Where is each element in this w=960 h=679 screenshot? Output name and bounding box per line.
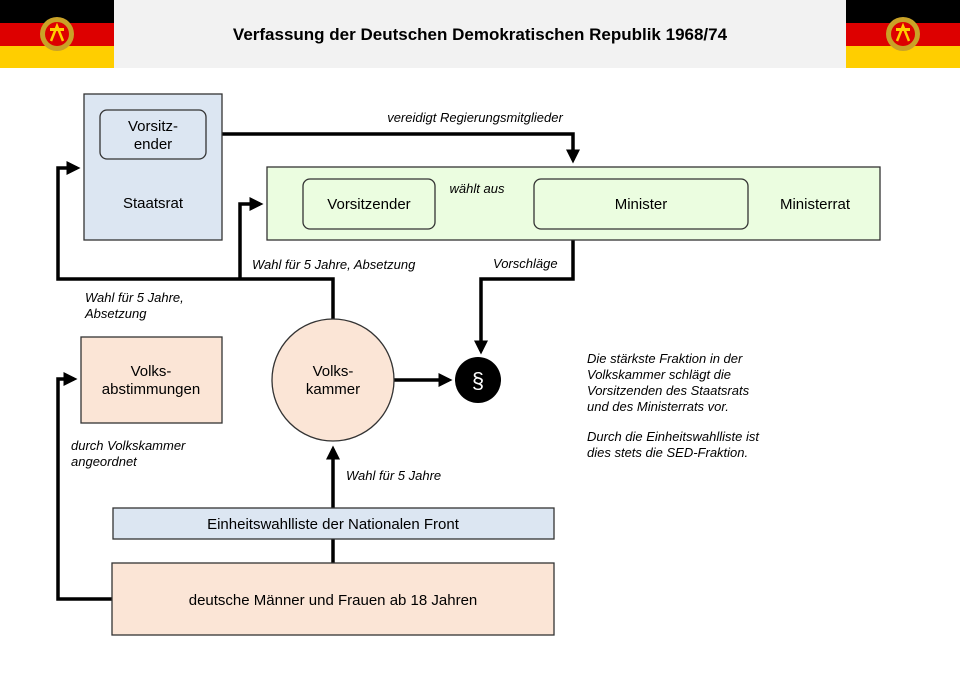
svg-text:Vorsitz-: Vorsitz- [128, 118, 178, 135]
arrow-wahl-ministerrat [238, 197, 264, 279]
svg-text:abstimmungen: abstimmungen [102, 381, 200, 398]
label-vorschlaege: Vorschläge [493, 256, 558, 271]
ministerrat-label: Ministerrat [780, 196, 851, 213]
einheitsliste-box: Einheitswahlliste der Nationalen Front [112, 507, 555, 540]
svg-text:angeordnet: angeordnet [71, 454, 138, 469]
svg-text:Minister: Minister [615, 196, 668, 213]
flag-right [846, 0, 960, 68]
svg-text:Einheitswahlliste der National: Einheitswahlliste der Nationalen Front [207, 516, 460, 533]
paragraph-icon: § [472, 368, 484, 393]
staatsrat-chair-box [99, 109, 207, 160]
svg-text:deutsche Männer und Frauen ab: deutsche Männer und Frauen ab 18 Jahren [189, 592, 478, 609]
connectors [56, 132, 580, 601]
ministerrat-box: Vorsitzender Minister Ministerrat [266, 166, 881, 241]
svg-text:Absetzung: Absetzung [84, 306, 147, 321]
volkskammer-node: Volks- kammer [271, 318, 395, 442]
staatsrat-label: Staatsrat [123, 195, 184, 212]
ddr-emblem-icon [884, 15, 922, 53]
svg-text:Vorsitzenden des Staatsrats: Vorsitzenden des Staatsrats [587, 383, 750, 398]
svg-text:Volks-: Volks- [313, 363, 354, 380]
svg-text:Durch die Einheitswahlliste is: Durch die Einheitswahlliste ist [587, 429, 760, 444]
staatsrat-box: Vorsitz- ender Staatsrat [83, 93, 223, 241]
svg-text:Volkskammer schlägt die: Volkskammer schlägt die [587, 367, 731, 382]
arrow-vorschlaege [474, 240, 575, 355]
svg-text:kammer: kammer [306, 381, 360, 398]
svg-text:Volks-: Volks- [131, 363, 172, 380]
label-wahl-staatsrat: Wahl für 5 Jahre, [85, 290, 184, 305]
svg-text:und des Ministerrats vor.: und des Ministerrats vor. [587, 399, 729, 414]
paragraph-node: § [455, 357, 501, 403]
svg-text:Vorsitzender: Vorsitzender [327, 196, 410, 213]
note-text: Die stärkste Fraktion in der Volkskammer… [587, 351, 760, 460]
page-title: Verfassung der Deutschen Demokratischen … [233, 25, 728, 44]
label-wahl-volkskammer: Wahl für 5 Jahre [346, 468, 441, 483]
svg-text:ender: ender [134, 136, 172, 153]
svg-text:dies stets die SED-Fraktion.: dies stets die SED-Fraktion. [587, 445, 748, 460]
label-wahl-ministerrat: Wahl für 5 Jahre, Absetzung [252, 257, 416, 272]
arrow-volksabstimmungen [56, 372, 112, 601]
ddr-emblem-icon [38, 15, 76, 53]
volksabstimmungen-box: Volks- abstimmungen [80, 336, 223, 424]
label-durch-volkskammer: durch Volkskammer [71, 438, 186, 453]
arrow-wahl-staatsrat [56, 161, 335, 319]
svg-text:Die stärkste Fraktion in der: Die stärkste Fraktion in der [587, 351, 743, 366]
flag-left [0, 0, 114, 68]
ministerrat-chair-box [302, 178, 436, 230]
edge-labels: vereidigt Regierungsmitglieder wählt aus… [71, 110, 563, 483]
label-vereidigt: vereidigt Regierungsmitglieder [387, 110, 563, 125]
minister-box [533, 178, 749, 230]
header: Verfassung der Deutschen Demokratischen … [0, 0, 960, 68]
voters-box: deutsche Männer und Frauen ab 18 Jahren [111, 562, 555, 636]
arrow-vereidigt [206, 132, 580, 164]
label-waehlt-aus: wählt aus [450, 181, 505, 196]
